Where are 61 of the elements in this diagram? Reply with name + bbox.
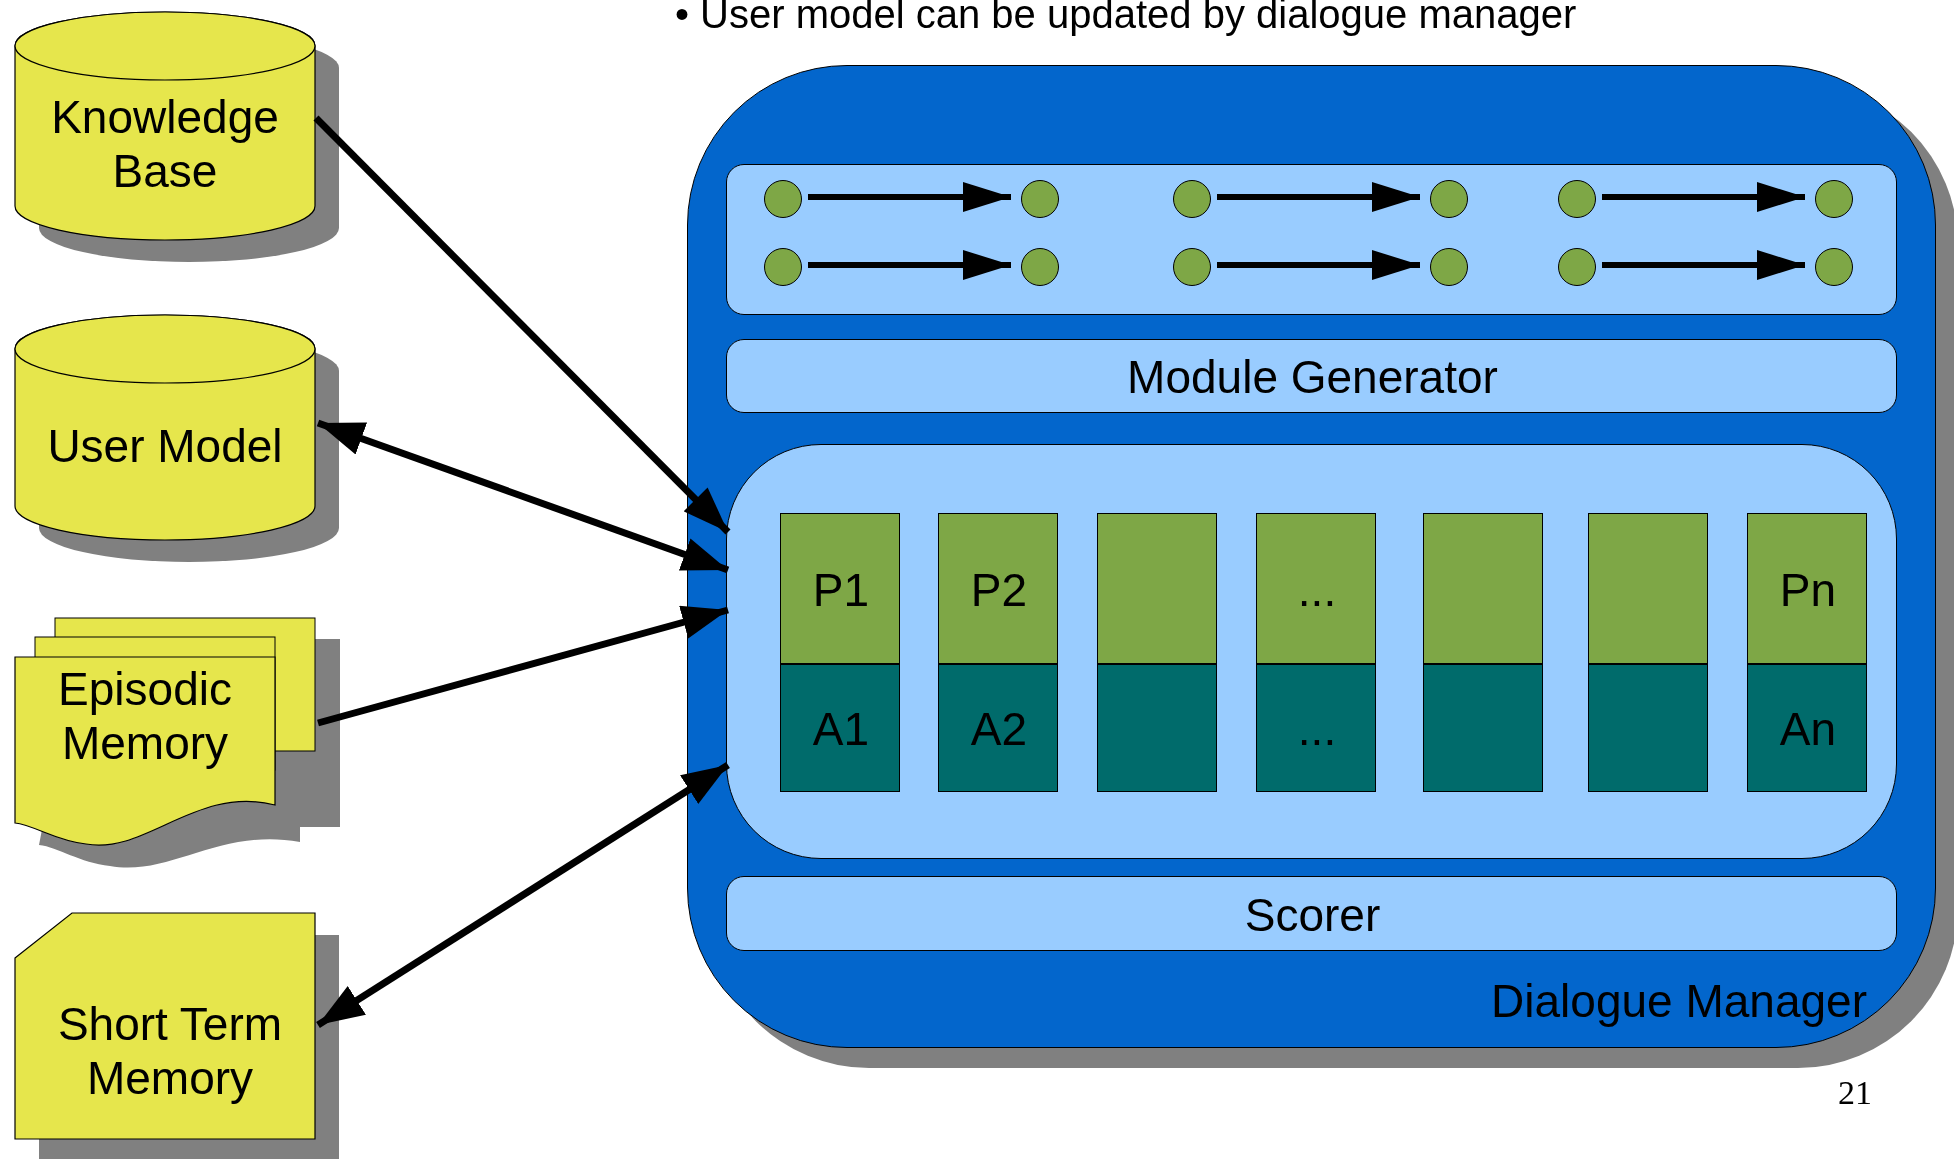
- module-box: [1256, 664, 1376, 792]
- arrow: [313, 115, 731, 535]
- rounded-band: [726, 164, 1897, 315]
- node-label: Knowledge Base: [50, 90, 280, 199]
- arrow: [316, 762, 730, 1028]
- node-label: Scorer: [1243, 887, 1382, 943]
- node-label: Module Generator: [1126, 350, 1499, 405]
- arrow: [1217, 182, 1420, 212]
- arrow: [317, 605, 729, 727]
- node-label: ...: [1296, 702, 1338, 757]
- circle-node: [764, 248, 802, 286]
- node-label: Dialogue Manager: [1490, 974, 1867, 1029]
- node-label: A1: [811, 702, 871, 757]
- module-box: [1097, 513, 1217, 664]
- arrow: [1217, 250, 1420, 280]
- circle-node: [1173, 248, 1211, 286]
- module-box: [938, 513, 1058, 664]
- circle-node: [1815, 248, 1853, 286]
- document-stack: [14, 617, 316, 845]
- module-box: [780, 664, 900, 792]
- database-cylinder: [14, 315, 316, 540]
- module-box: [1097, 664, 1217, 792]
- rounded-band: [726, 339, 1897, 413]
- module-box: [1747, 664, 1867, 792]
- module-box: [780, 513, 900, 664]
- circle-node: [1558, 248, 1596, 286]
- module-box: [938, 664, 1058, 792]
- node-label: An: [1778, 702, 1838, 757]
- circle-node: [1173, 180, 1211, 218]
- module-box: [1423, 513, 1543, 664]
- rounded-panel: [687, 65, 1936, 1048]
- node-label: P2: [969, 562, 1029, 618]
- module-box: [1588, 513, 1708, 664]
- page-number: 21: [1838, 1074, 1872, 1112]
- arrow: [1602, 182, 1805, 212]
- circle-node: [1021, 248, 1059, 286]
- rounded-panel: [726, 444, 1897, 859]
- card-shape: [14, 912, 316, 1140]
- arrow: [808, 182, 1011, 212]
- node-label: Pn: [1778, 562, 1838, 618]
- node-label: ...: [1296, 562, 1338, 618]
- arrow: [1602, 250, 1805, 280]
- circle-node: [1558, 180, 1596, 218]
- circle-node: [1021, 180, 1059, 218]
- arrow: [316, 419, 730, 574]
- module-box: [1423, 664, 1543, 792]
- module-box: [1256, 513, 1376, 664]
- module-box: [1747, 513, 1867, 664]
- node-label: Episodic Memory: [57, 662, 233, 771]
- circle-node: [1430, 248, 1468, 286]
- rounded-band: [726, 876, 1897, 951]
- node-label: Short Term Memory: [56, 997, 284, 1106]
- circle-node: [1815, 180, 1853, 218]
- node-label: P1: [811, 562, 871, 618]
- circle-node: [1430, 180, 1468, 218]
- module-box: [1588, 664, 1708, 792]
- node-label: User Model: [46, 418, 284, 474]
- node-label: A2: [969, 702, 1029, 757]
- arrow: [808, 250, 1011, 280]
- database-cylinder: [14, 12, 316, 240]
- circle-node: [764, 180, 802, 218]
